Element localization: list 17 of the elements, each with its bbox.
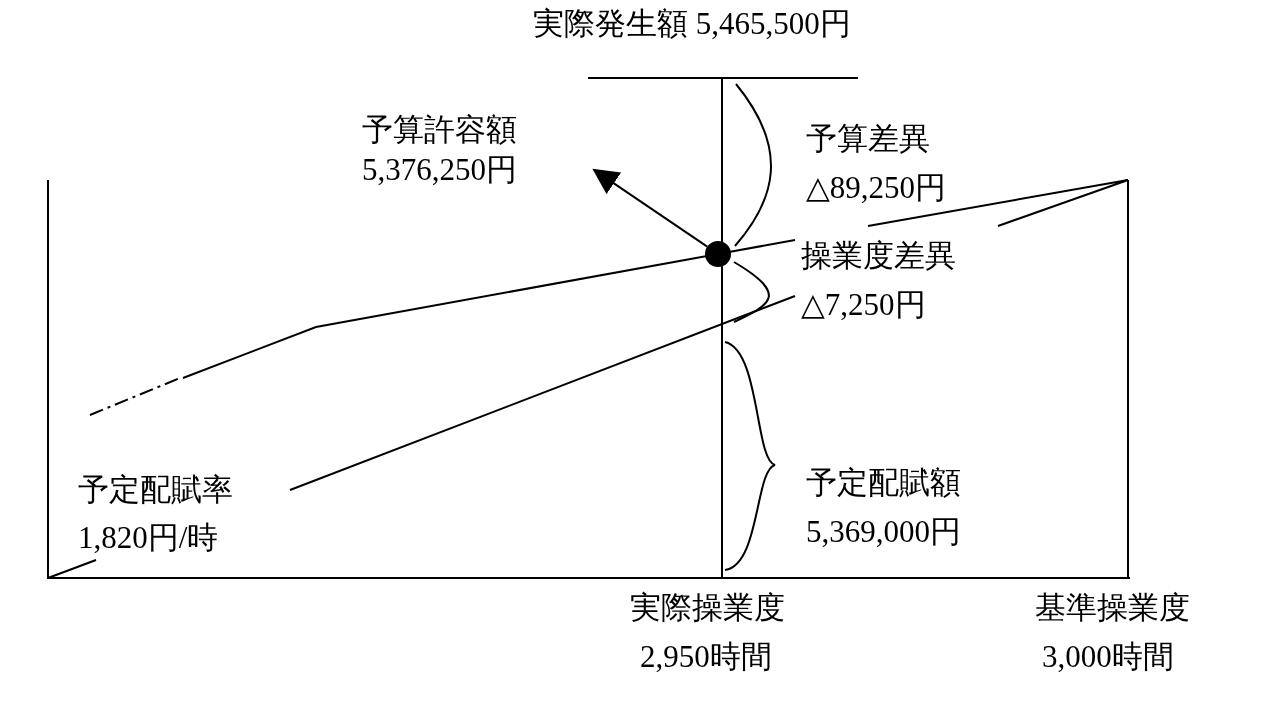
amount-label: 5,369,000円: [806, 513, 961, 551]
arrow: [592, 168, 709, 248]
total-cost-label: 実際発生額 5,465,500円: [533, 5, 851, 43]
axis-label: 基準操業度: [1035, 589, 1190, 627]
axis-label: 3,000時間: [1042, 638, 1174, 676]
axis-label: 2,950時間: [640, 638, 772, 676]
variance-label: 操業度差異: [801, 237, 956, 275]
amount-label: △89,250円: [806, 169, 947, 207]
amount-label: 5,376,250円: [362, 151, 517, 190]
applied-cost-label: 予定配賦額: [806, 464, 961, 502]
amount-label: 1,820円/時: [78, 519, 219, 557]
amount-label: △7,250円: [801, 286, 926, 324]
amount-label: 予算許容額: [362, 111, 517, 149]
axis-label: 実際操業度: [630, 589, 785, 627]
variance-label: 予算差異: [806, 120, 930, 158]
point-marker: [705, 241, 731, 267]
rate-label: 予定配賦率: [78, 471, 233, 509]
